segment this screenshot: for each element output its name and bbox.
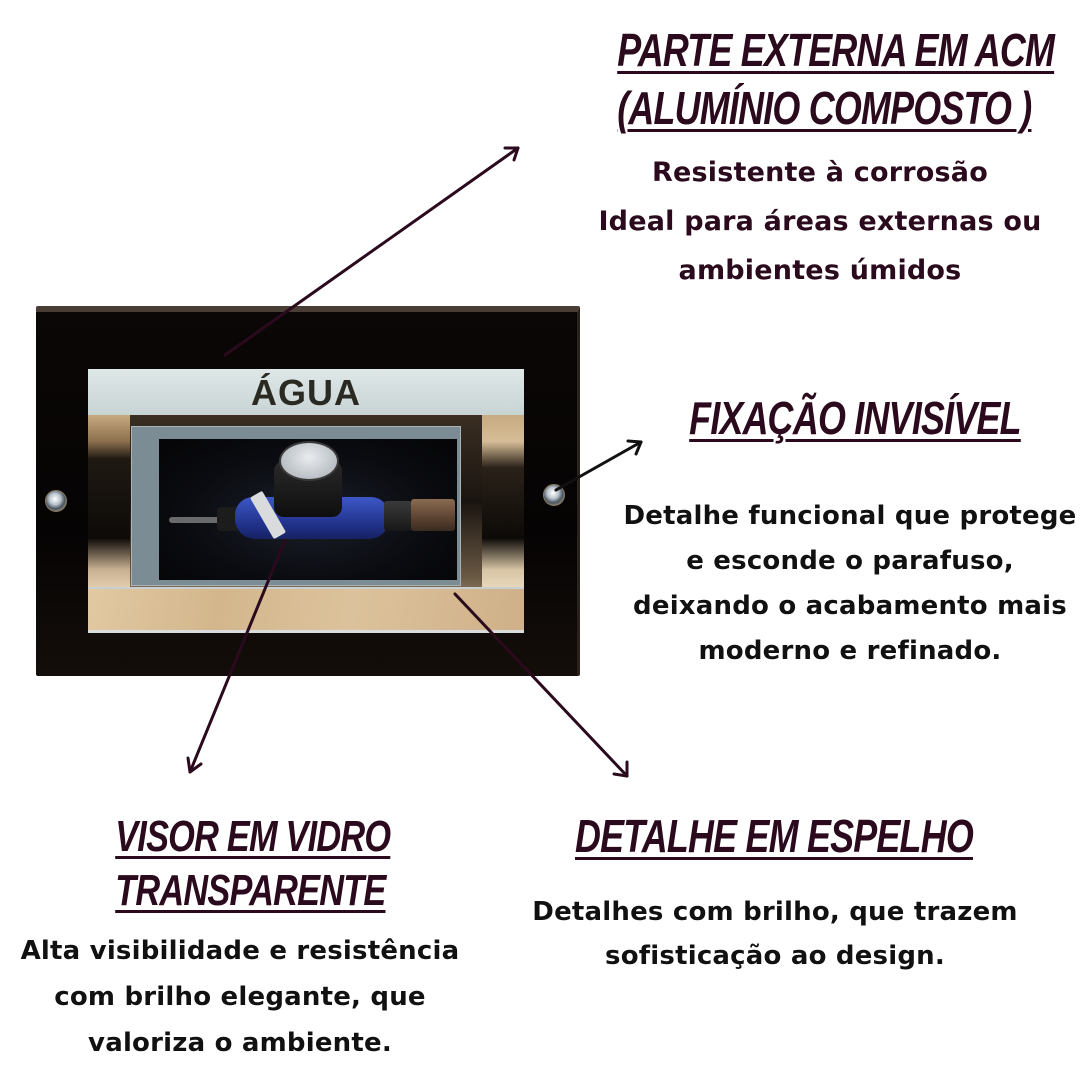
desc-visor-line2: com brilho elegante, que [54, 982, 426, 1012]
agua-label-text: ÁGUA [251, 372, 361, 413]
heading-fixacao: FIXAÇÃO INVISÍVEL [689, 392, 1021, 444]
glass-window [159, 439, 457, 580]
pipe-fitting-right-black [384, 501, 412, 531]
pipe-fitting-right-bronze [411, 499, 455, 531]
pipe-fitting-left [217, 507, 239, 531]
heading-visor: VISOR EM VIDRO TRANSPARENTE [45, 810, 391, 918]
heading-acm-line1: PARTE EXTERNA EM ACM [617, 24, 1055, 76]
heading-acm: PARTE EXTERNA EM ACM (ALUMÍNIO COMPOSTO … [617, 22, 1055, 137]
desc-espelho: Detalhes com brilho, que trazem sofistic… [515, 890, 1035, 978]
desc-fixacao-line1: Detalhe funcional que protege [623, 501, 1077, 531]
screw-cap-left-icon [45, 490, 67, 512]
desc-acm: Resistente à corrosão Ideal para áreas e… [560, 148, 1080, 295]
mirror-side-right [482, 415, 524, 591]
desc-espelho-line2: sofisticação ao design. [605, 941, 945, 971]
desc-acm-line3: ambientes úmidos [678, 255, 962, 286]
desc-espelho-line1: Detalhes com brilho, que trazem [532, 897, 1018, 927]
mirror-side-left [88, 415, 130, 591]
desc-visor-line3: valoriza o ambiente. [88, 1028, 392, 1058]
product-photo: ÁGUA [36, 306, 580, 676]
water-meter-dial [279, 441, 339, 481]
desc-visor: Alta visibilidade e resistência com bril… [0, 928, 480, 1066]
heading-espelho: DETALHE EM ESPELHO [575, 810, 974, 862]
heading-visor-line1: VISOR EM VIDRO [115, 812, 391, 861]
heading-visor-line2: TRANSPARENTE [115, 866, 386, 915]
desc-acm-line2: Ideal para áreas externas ou [598, 206, 1042, 237]
desc-visor-line1: Alta visibilidade e resistência [20, 936, 460, 966]
screw-cap-right-icon [543, 484, 565, 506]
desc-acm-line1: Resistente à corrosão [652, 157, 988, 188]
heading-acm-line2: (ALUMÍNIO COMPOSTO ) [617, 81, 1032, 134]
glass-viewer-frame [131, 426, 461, 586]
desc-fixacao: Detalhe funcional que protege e esconde … [605, 494, 1080, 674]
mirror-bottom-strip [88, 587, 524, 633]
desc-fixacao-line2: e esconde o parafuso, [686, 546, 1014, 576]
pipe-left [169, 517, 229, 523]
agua-label-strip: ÁGUA [88, 369, 524, 415]
desc-fixacao-line3: deixando o acabamento mais [633, 591, 1067, 621]
desc-fixacao-line4: moderno e refinado. [698, 636, 1002, 666]
